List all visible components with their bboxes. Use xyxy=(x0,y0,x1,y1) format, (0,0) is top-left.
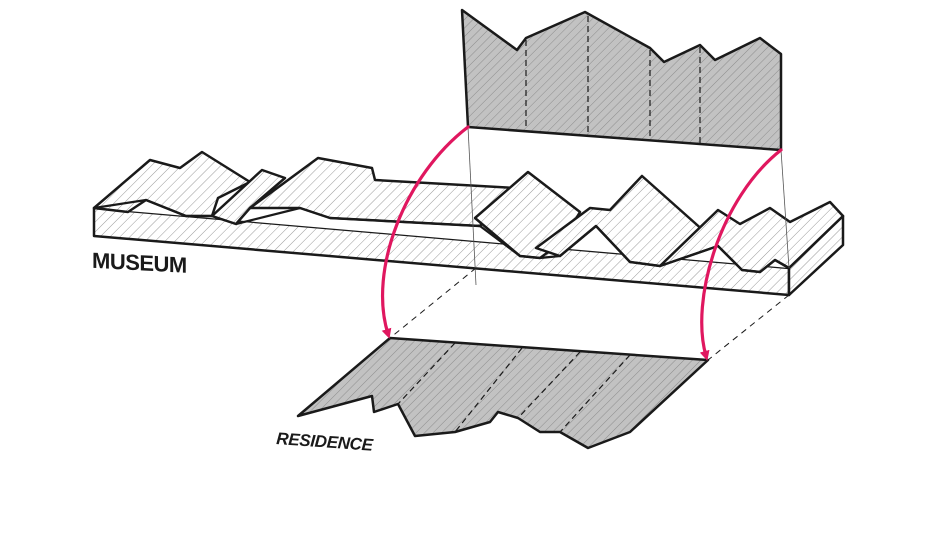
residence-fold-2 xyxy=(454,347,523,433)
upper-section xyxy=(460,8,783,152)
arrow-right-curve xyxy=(699,148,783,361)
residence-fold-4 xyxy=(559,354,631,433)
projection-lines xyxy=(389,126,790,361)
museum-roof-peak-1 xyxy=(92,150,252,218)
upper-section-shape xyxy=(460,8,783,152)
museum-ridge-line xyxy=(93,198,790,274)
projection-line-left xyxy=(467,126,477,286)
residence-label: RESIDENCE xyxy=(276,429,375,455)
museum-slab xyxy=(92,150,845,297)
upper-section-base-line xyxy=(467,126,782,151)
transfer-arrows xyxy=(380,125,783,361)
residence-fold-3 xyxy=(517,351,581,419)
residence-fold-1 xyxy=(397,342,456,405)
museum-label: MUSEUM xyxy=(92,248,187,278)
residence-section-shape xyxy=(296,336,710,450)
projection-line-right xyxy=(780,149,790,269)
arrow-left-curve xyxy=(380,125,470,339)
projection-dashed-left xyxy=(389,267,477,339)
projection-dashed-right xyxy=(707,294,790,361)
residence-section xyxy=(296,336,710,450)
